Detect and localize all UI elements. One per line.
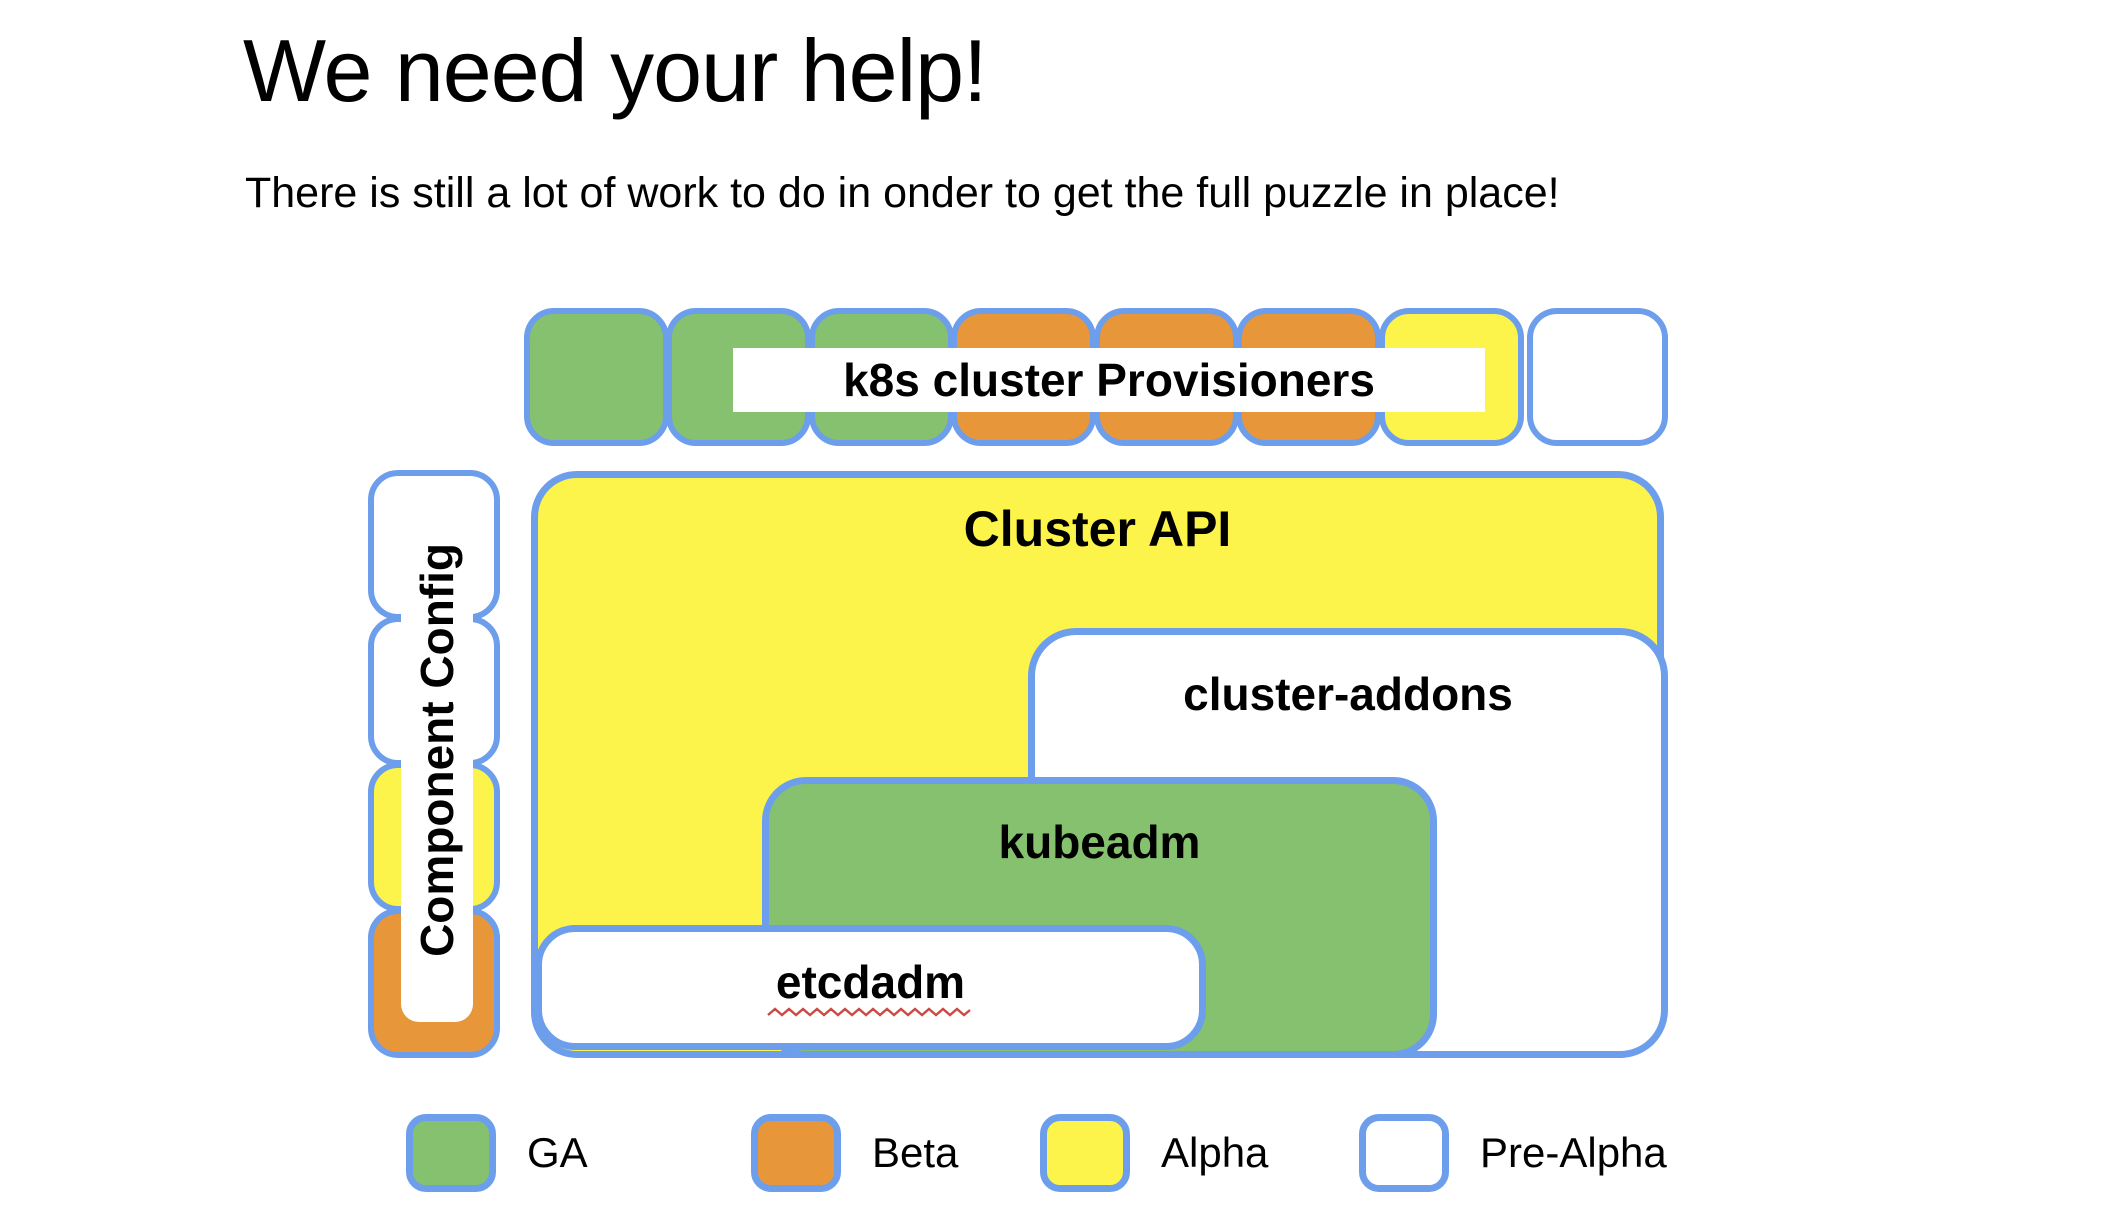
legend-label-beta: Beta xyxy=(872,1129,959,1176)
etcdadm-box xyxy=(535,925,1206,1050)
legend-swatch-alpha xyxy=(1040,1114,1130,1192)
puzzle-piece xyxy=(1527,308,1668,446)
provisioners-row-label: k8s cluster Provisioners xyxy=(733,348,1485,412)
kubeadm-box xyxy=(762,777,1437,1058)
component-config-label-text: Component Config xyxy=(411,542,463,957)
legend-swatch-beta xyxy=(751,1114,841,1192)
legend-label-ga: GA xyxy=(527,1129,588,1176)
puzzle-piece xyxy=(524,308,669,446)
legend-label-alpha: Alpha xyxy=(1161,1129,1269,1176)
component-config-label: Component Config xyxy=(401,477,473,1022)
etcdadm-label: etcdadm xyxy=(775,956,966,1008)
cluster-addons-label: cluster-addons xyxy=(1183,668,1513,720)
legend-item-alpha: Alpha xyxy=(1040,1114,1268,1192)
spellcheck-squiggle-icon xyxy=(767,1007,971,1017)
legend-swatch-pre-alpha xyxy=(1359,1114,1449,1192)
legend-item-pre-alpha: Pre-Alpha xyxy=(1359,1114,1667,1192)
legend-item-ga: GA xyxy=(406,1114,588,1192)
legend-label-pre-alpha: Pre-Alpha xyxy=(1480,1129,1667,1176)
page-title: We need your help! xyxy=(243,21,988,120)
page-subtitle: There is still a lot of work to do in on… xyxy=(245,169,1560,217)
legend-swatch-ga xyxy=(406,1114,496,1192)
kubeadm-label: kubeadm xyxy=(998,816,1201,868)
legend-item-beta: Beta xyxy=(751,1114,958,1192)
cluster-api-label: Cluster API xyxy=(963,501,1232,557)
